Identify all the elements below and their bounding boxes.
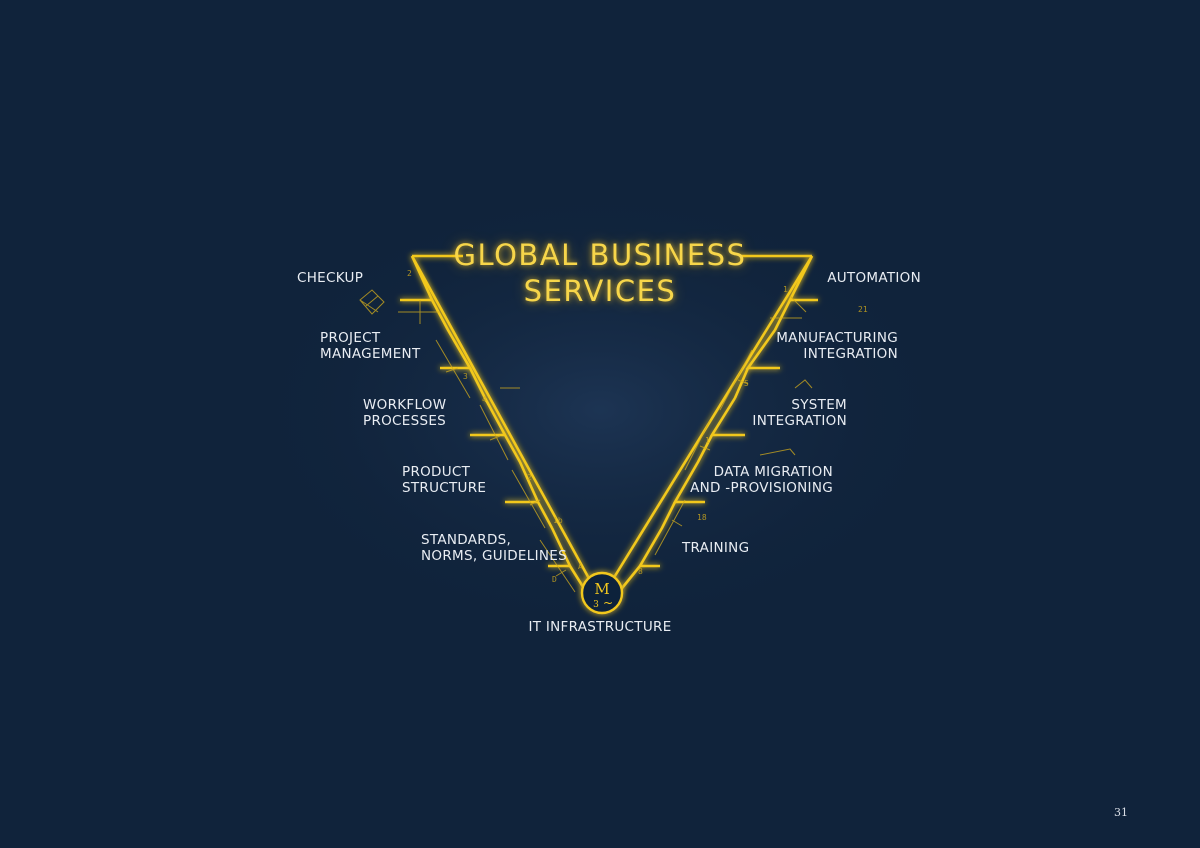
svg-text:8: 8 xyxy=(638,567,643,576)
right-label-system-integration: SYSTEM INTEGRATION xyxy=(752,397,847,429)
left-label-workflow-processes: WORKFLOW PROCESSES xyxy=(363,397,446,429)
left-label-line: NORMS, GUIDELINES xyxy=(421,548,567,564)
right-label-line: INTEGRATION xyxy=(803,346,898,362)
svg-text:21: 21 xyxy=(858,305,868,314)
svg-text:3: 3 xyxy=(463,372,468,381)
svg-text:1: 1 xyxy=(783,285,788,294)
left-label-line: PRODUCT xyxy=(402,464,471,480)
left-plank-lines xyxy=(262,255,585,596)
svg-text:1: 1 xyxy=(705,436,710,445)
left-label-line: MANAGEMENT xyxy=(320,346,421,362)
right-label-training: TRAINING xyxy=(682,540,749,556)
left-label-line: STRUCTURE xyxy=(402,480,487,496)
right-label-line: INTEGRATION xyxy=(752,413,847,429)
right-label-line: TRAINING xyxy=(682,540,750,556)
right-label-line: AND -PROVISIONING xyxy=(690,480,833,496)
left-label-standards: STANDARDS, NORMS, GUIDELINES xyxy=(421,532,567,564)
right-label-line: AUTOMATION xyxy=(827,270,921,286)
left-label-line: PROCESSES xyxy=(363,413,447,429)
left-label-product-structure: PRODUCT STRUCTURE xyxy=(402,464,486,496)
left-label-line: STANDARDS, xyxy=(421,532,512,548)
left-label-line: CHECKUP xyxy=(297,270,364,286)
blueprint-numbers: 2 3 4 2 1b D A 1 21 5 1 18 8 xyxy=(407,269,868,584)
motor-symbol xyxy=(580,571,624,615)
left-label-checkup: CHECKUP xyxy=(297,270,363,286)
right-label-automation: AUTOMATION xyxy=(827,270,921,286)
svg-text:1b: 1b xyxy=(553,516,563,525)
bottom-label-it-infrastructure: IT INFRASTRUCTURE xyxy=(528,619,672,635)
blueprint-details xyxy=(359,289,813,593)
svg-text:4: 4 xyxy=(482,395,487,404)
diagram-title-line-2: SERVICES xyxy=(523,274,677,308)
right-label-line: SYSTEM xyxy=(791,397,847,413)
svg-text:A: A xyxy=(578,562,583,571)
svg-text:2: 2 xyxy=(407,269,412,278)
motor-symbol-wave: ~ xyxy=(603,596,613,610)
left-label-line: WORKFLOW xyxy=(363,397,447,413)
svg-text:2: 2 xyxy=(527,473,532,482)
right-label-line: DATA MIGRATION xyxy=(713,464,833,480)
svg-text:5: 5 xyxy=(744,379,749,388)
diagram-title-line-1: GLOBAL BUSINESS xyxy=(453,238,747,272)
v-outline xyxy=(400,254,818,599)
left-label-line: PROJECT xyxy=(320,330,381,346)
right-label-manufacturing-integration: MANUFACTURING INTEGRATION xyxy=(776,330,898,362)
svg-text:18: 18 xyxy=(697,513,707,522)
motor-symbol-sub: 3 xyxy=(593,600,599,610)
right-label-data-migration: DATA MIGRATION AND -PROVISIONING xyxy=(690,464,833,496)
right-label-line: MANUFACTURING xyxy=(776,330,898,346)
svg-text:D: D xyxy=(552,575,557,584)
motor-symbol-letter: M xyxy=(594,580,609,598)
left-label-project-management: PROJECT MANAGEMENT xyxy=(320,330,421,362)
page-number: 31 xyxy=(1114,806,1128,819)
right-plank-lines xyxy=(615,255,935,596)
